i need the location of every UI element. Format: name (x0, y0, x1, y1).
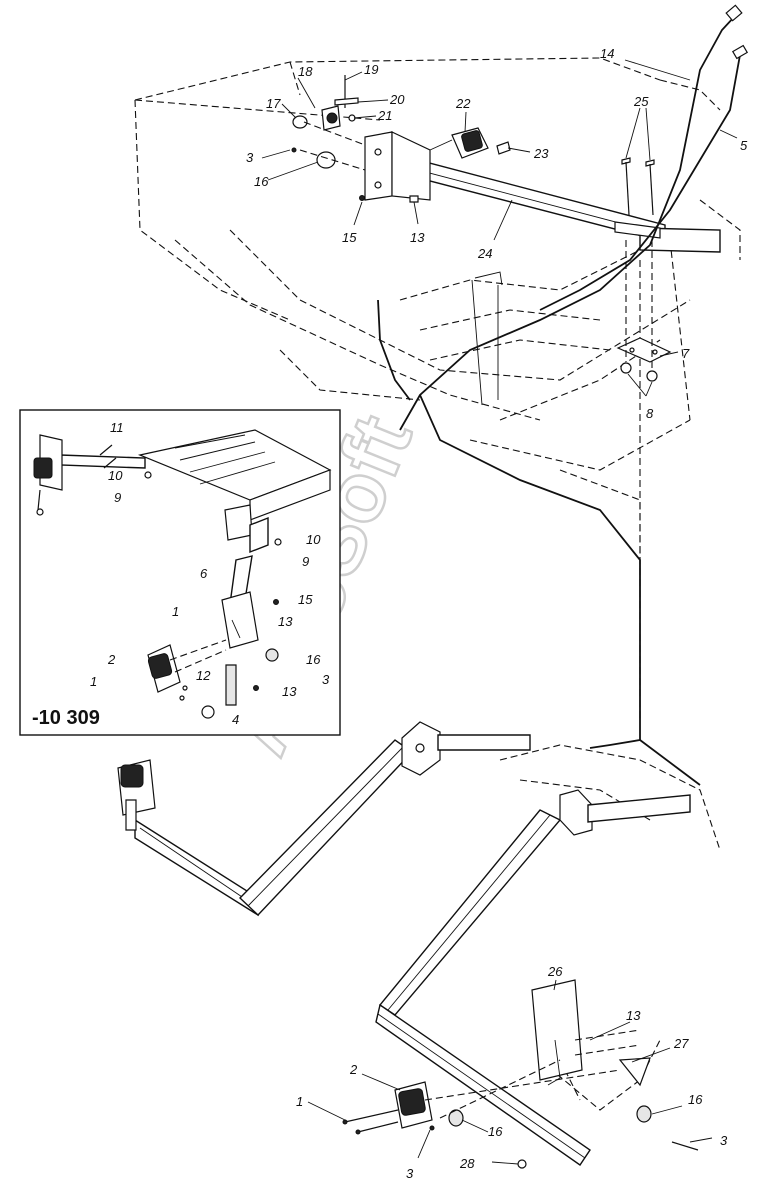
callout-20: 20 (389, 92, 405, 107)
callout-18: 18 (298, 64, 313, 79)
callout-13: 13 (626, 1008, 641, 1023)
inset-callout-1: 1 (90, 674, 97, 689)
inset-callout-4: 4 (232, 712, 239, 727)
callout-19: 19 (364, 62, 378, 77)
callout-16: 16 (488, 1124, 503, 1139)
inset-callout-12: 12 (196, 668, 211, 683)
callout-22: 22 (455, 96, 471, 111)
callout-26: 26 (547, 964, 563, 979)
callout-3: 3 (720, 1133, 728, 1148)
callout-7: 7 (682, 346, 690, 361)
inset-callout-13: 13 (282, 684, 297, 699)
callout-16: 16 (254, 174, 269, 189)
inset-callout-15: 15 (298, 592, 313, 607)
callout-5: 5 (740, 138, 748, 153)
callout-14: 14 (600, 46, 614, 61)
callout-25: 25 (633, 94, 649, 109)
callout-labels: 1 2 3 3 3 5 7 8 13 13 14 15 16 16 16 17 … (246, 46, 748, 1181)
callout-2: 2 (349, 1062, 358, 1077)
callout-27: 27 (673, 1036, 689, 1051)
inset-callout-13: 13 (278, 614, 293, 629)
callout-23: 23 (533, 146, 549, 161)
inset-callout-9: 9 (302, 554, 309, 569)
inset-callout-16: 16 (306, 652, 321, 667)
callout-3: 3 (246, 150, 254, 165)
callout-17: 17 (266, 96, 281, 111)
vehicle-rear-outline (499, 744, 721, 1111)
inset-callout-9: 9 (114, 490, 121, 505)
left-arm-assembly (117, 721, 531, 917)
inset-callout-10: 10 (108, 468, 123, 483)
right-arm-assembly (342, 789, 699, 1169)
inset-labels: 11 10 9 10 9 6 15 1 13 2 16 1 12 3 13 4 … (32, 420, 330, 729)
leader-lines (261, 59, 738, 1165)
inset-callout-2: 2 (107, 652, 116, 667)
callout-3: 3 (406, 1166, 414, 1181)
inset-code: -10 309 (32, 707, 100, 729)
wiring-harness (377, 4, 749, 786)
inset-callout-3: 3 (322, 672, 330, 687)
callout-28: 28 (459, 1156, 475, 1171)
inset-callout-6: 6 (200, 566, 208, 581)
inset-callout-1: 1 (172, 604, 179, 619)
callout-15: 15 (342, 230, 357, 245)
inset-callout-11: 11 (110, 420, 124, 435)
callout-16: 16 (688, 1092, 703, 1107)
callout-24: 24 (477, 246, 492, 261)
inset-detail (19, 409, 341, 736)
callout-8: 8 (646, 406, 654, 421)
callout-13: 13 (410, 230, 425, 245)
callout-1: 1 (296, 1094, 303, 1109)
inset-callout-10: 10 (306, 532, 321, 547)
callout-21: 21 (377, 108, 392, 123)
upper-light-bracket (291, 75, 721, 382)
